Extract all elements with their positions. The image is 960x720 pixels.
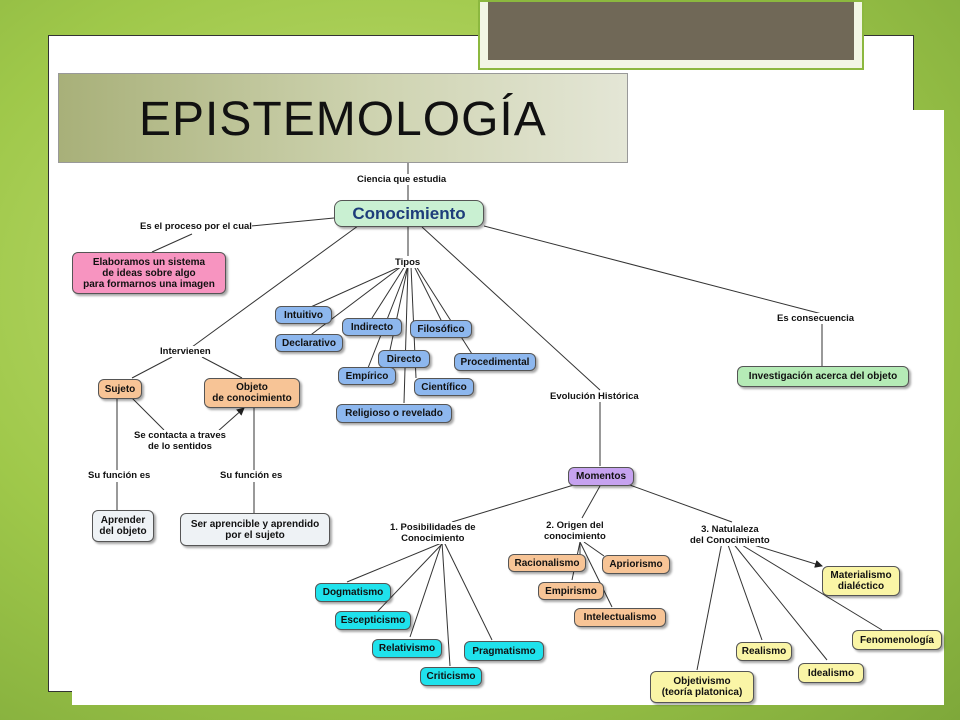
node-indirecto[interactable]: Indirecto: [342, 318, 402, 336]
node-objetivismo[interactable]: Objetivismo (teoría platonica): [650, 671, 754, 703]
title-bar: EPISTEMOLOGÍA: [58, 73, 628, 163]
node-intuitivo[interactable]: Intuitivo: [275, 306, 332, 324]
node-procedimental[interactable]: Procedimental: [454, 353, 536, 371]
label-naturaleza: 3. Natulaleza del Conocimiento: [690, 524, 770, 546]
label-origen: 2. Origen del conocimiento: [544, 520, 606, 542]
node-apriorismo[interactable]: Apriorismo: [602, 555, 670, 574]
node-dogmatismo[interactable]: Dogmatismo: [315, 583, 391, 602]
top-decorative-box: [478, 0, 864, 70]
node-relativismo[interactable]: Relativismo: [372, 639, 442, 658]
node-cientifico[interactable]: Científico: [414, 378, 474, 396]
node-elaboramos[interactable]: Elaboramos un sistema de ideas sobre alg…: [72, 252, 226, 294]
label-su-funcion-objeto: Su función es: [220, 470, 283, 481]
label-su-funcion-sujeto: Su función es: [88, 470, 151, 481]
node-filosofico[interactable]: Filosófico: [410, 320, 472, 338]
node-pragmatismo[interactable]: Pragmatismo: [464, 641, 544, 661]
node-criticismo[interactable]: Criticismo: [420, 667, 482, 686]
slide-title: EPISTEMOLOGÍA: [139, 93, 547, 146]
node-materialismo[interactable]: Materialismo dialéctico: [822, 566, 900, 596]
node-escepticismo[interactable]: Escepticismo: [335, 611, 411, 630]
top-box-fill: [488, 2, 854, 60]
label-se-contacta: Se contacta a traves de lo sentidos: [134, 430, 226, 452]
node-intelectualismo[interactable]: Intelectualismo: [574, 608, 666, 627]
label-posibilidades: 1. Posibilidades de Conocimiento: [390, 522, 476, 544]
node-empirismo[interactable]: Empirismo: [538, 582, 604, 600]
connector-lines: [116, 150, 883, 671]
node-directo[interactable]: Directo: [378, 350, 430, 368]
node-aprender[interactable]: Aprender del objeto: [92, 510, 154, 542]
label-es-consecuencia: Es consecuencia: [777, 313, 855, 324]
node-religioso[interactable]: Religioso o revelado: [336, 404, 452, 423]
node-realismo[interactable]: Realismo: [736, 642, 792, 661]
label-tipos: Tipos: [395, 257, 421, 268]
node-ser-aprensible[interactable]: Ser aprencible y aprendido por el sujeto: [180, 513, 330, 546]
label-evolucion-historica: Evolución Histórica: [550, 391, 639, 402]
label-es-el-proceso: Es el proceso por el cual: [140, 221, 252, 232]
node-objeto[interactable]: Objeto de conocimiento: [204, 378, 300, 408]
node-empirico[interactable]: Empírico: [338, 367, 396, 385]
node-sujeto[interactable]: Sujeto: [98, 379, 142, 399]
node-conocimiento[interactable]: Conocimiento: [334, 200, 484, 227]
node-fenomenologia[interactable]: Fenomenología: [852, 630, 942, 650]
concept-map: Ciencia que estudia Es el proceso por el…: [72, 110, 944, 705]
label-ciencia-que-estudia: Ciencia que estudia: [357, 174, 447, 185]
node-racionalismo[interactable]: Racionalismo: [508, 554, 586, 572]
node-declarativo[interactable]: Declarativo: [275, 334, 343, 352]
node-investigacion[interactable]: Investigación acerca del objeto: [737, 366, 909, 387]
node-momentos[interactable]: Momentos: [568, 467, 634, 486]
node-idealismo[interactable]: Idealismo: [798, 663, 864, 683]
label-intervienen: Intervienen: [160, 346, 211, 357]
